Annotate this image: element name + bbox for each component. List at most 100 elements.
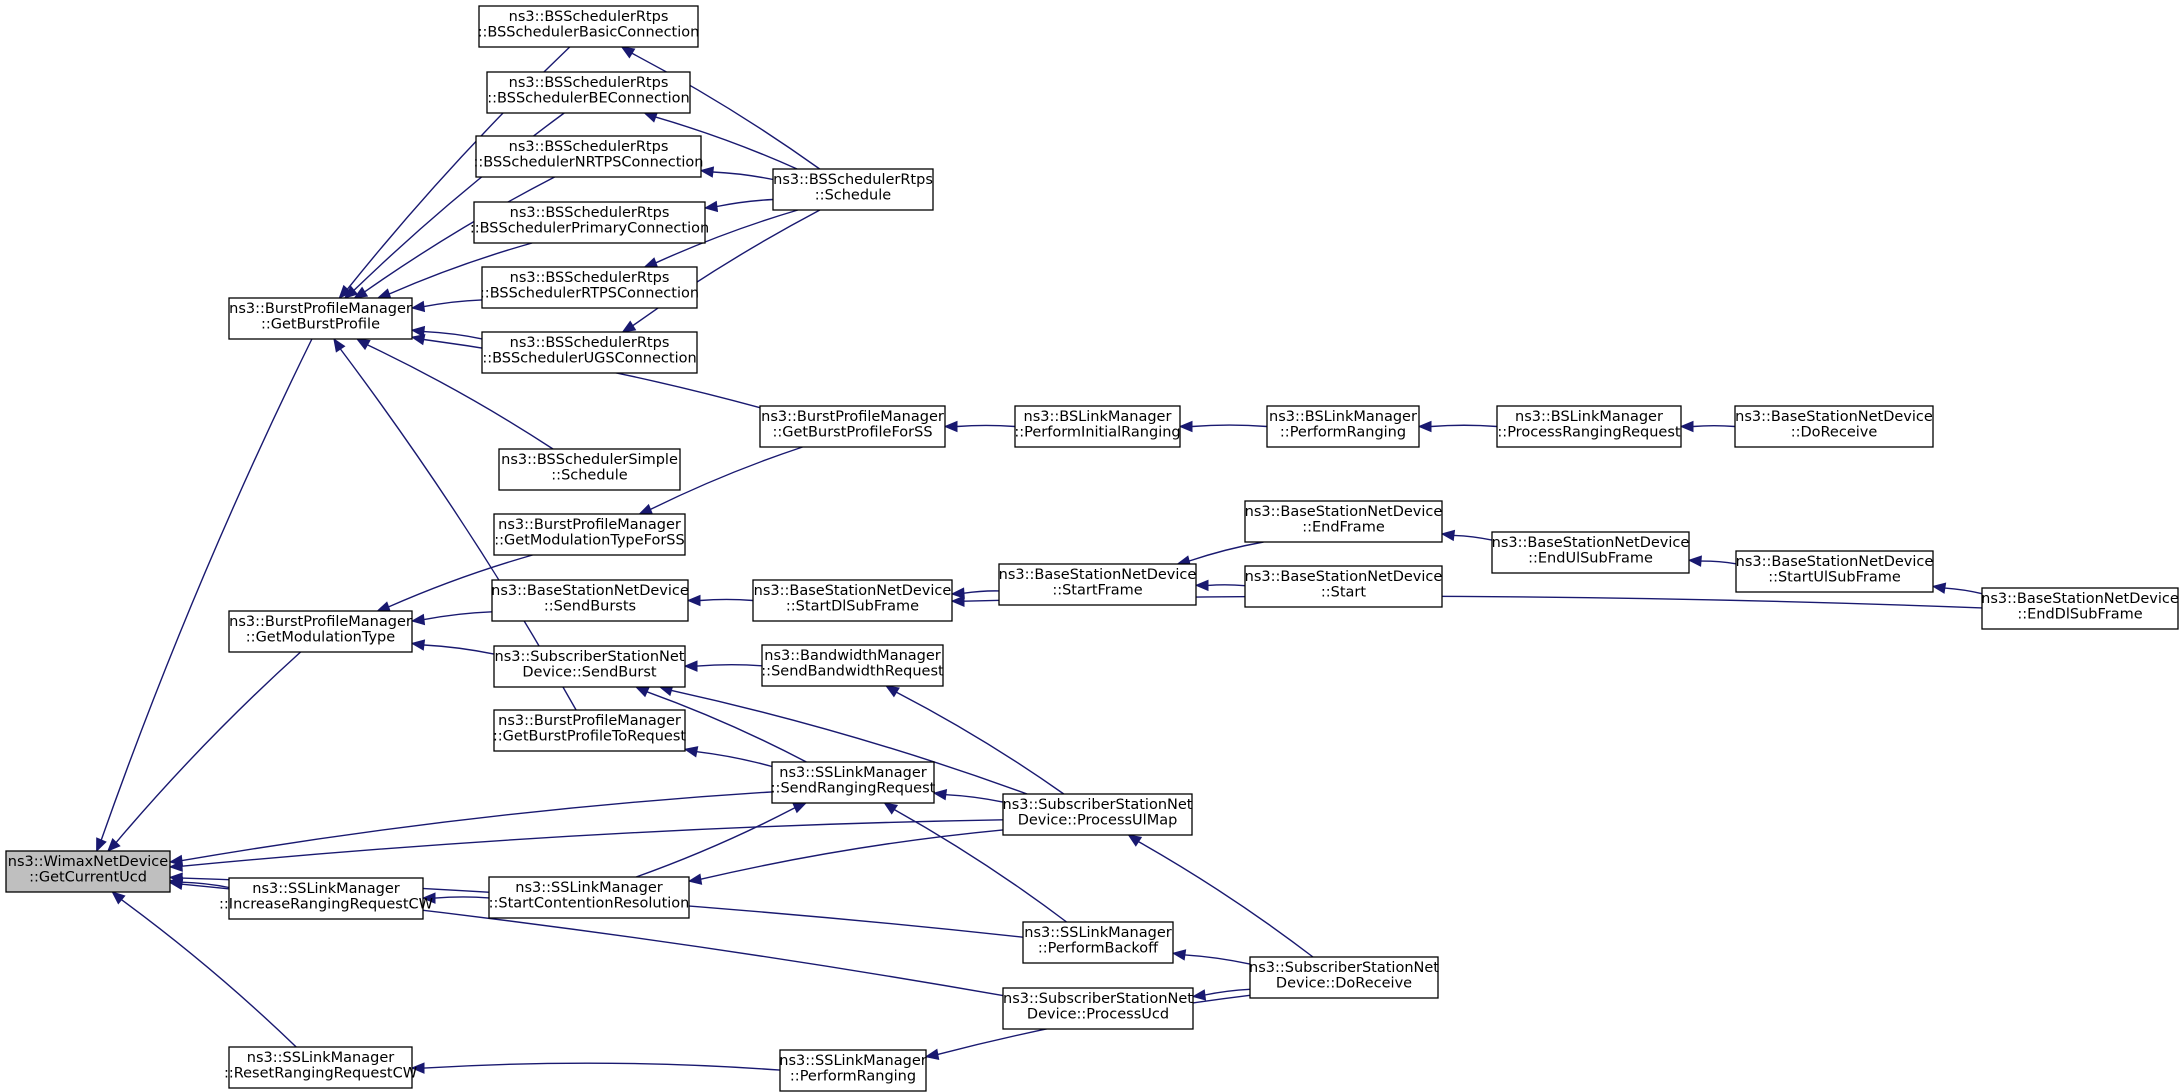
edge-line — [696, 664, 763, 667]
node-label-line: ns3::SSLinkManager — [252, 881, 399, 897]
node-endDlSubFrame[interactable]: ns3::BaseStationNetDevice::EndDlSubFrame — [1981, 587, 2179, 630]
node-bsRtpsSchedule[interactable]: ns3::BSSchedulerRtps::Schedule — [772, 168, 934, 211]
node-bsBEConnection[interactable]: ns3::BSSchedulerRtps::BSSchedulerBEConne… — [486, 71, 691, 114]
edge-line — [635, 807, 796, 878]
node-processUcd[interactable]: ns3::SubscriberStationNetDevice::Process… — [1002, 987, 1194, 1030]
edge-endUlSubFrame-to-endFrame — [1440, 529, 1493, 542]
node-processUlMap[interactable]: ns3::SubscriberStationNetDevice::Process… — [1002, 793, 1193, 836]
edge-line — [632, 209, 821, 327]
node-bsPrimaryConnection[interactable]: ns3::BSSchedulerRtps::BSSchedulerPrimary… — [470, 201, 709, 244]
node-box — [1244, 500, 1443, 543]
edge-arrowhead — [96, 837, 107, 853]
node-performBackoff[interactable]: ns3::SSLinkManager::PerformBackoff — [1022, 921, 1174, 964]
edge-processUlMap-to-sendBandwidthRequest — [885, 685, 1065, 795]
node-label-line: ns3::BurstProfileManager — [229, 301, 412, 317]
node-label-line: ns3::BaseStationNetDevice — [1245, 569, 1443, 585]
node-label-line: ns3::BaseStationNetDevice — [999, 567, 1197, 583]
node-box — [491, 579, 689, 622]
edge-sendRangingRequest-to-getBurstProfileToRequest — [683, 746, 773, 768]
node-getCurrentUcd[interactable]: ns3::WimaxNetDevice::GetCurrentUcd — [5, 850, 171, 893]
edge-line — [1700, 560, 1737, 565]
node-label-line: ns3::BurstProfileManager — [498, 713, 681, 729]
node-label-line: ns3::SubscriberStationNet — [1003, 797, 1193, 813]
node-label-line: ::SendRangingRequest — [771, 781, 936, 797]
node-label-line: ::EndUlSubFrame — [1528, 551, 1653, 567]
edge-arrowhead — [932, 789, 948, 801]
edge-bsUGSConnection-to-getBurstProfile — [410, 325, 483, 340]
node-ssPerformRanging[interactable]: ns3::SSLinkManager::PerformRanging — [779, 1049, 927, 1092]
node-label-line: ns3::BSLinkManager — [1515, 409, 1663, 425]
node-getModulationTypeForSS[interactable]: ns3::BurstProfileManager::GetModulationT… — [493, 513, 686, 556]
edge-bsPerformRanging-to-performInitialRanging — [1178, 420, 1268, 433]
node-sendBandwidthRequest[interactable]: ns3::BandwidthManager::SendBandwidthRequ… — [761, 644, 944, 687]
node-bsRTPSConnection[interactable]: ns3::BSSchedulerRtps::BSSchedulerRTPSCon… — [480, 266, 699, 309]
node-label-line: Device::ProcessUcd — [1027, 1007, 1169, 1023]
edge-startDlSubFrame-to-sendBursts — [686, 594, 754, 607]
node-label-line: ::IncreaseRangingRequestCW — [219, 897, 433, 913]
node-box — [1981, 587, 2179, 630]
edge-line — [1184, 954, 1251, 965]
node-bsUGSConnection[interactable]: ns3::BSSchedulerRtps::BSSchedulerUGSConn… — [481, 331, 698, 374]
edge-ssPerformRanging-to-resetRangingRequestCW — [410, 1062, 781, 1074]
node-label-line: ns3::BaseStationNetDevice — [1735, 409, 1933, 425]
edge-sendBursts-to-getModulationType — [410, 611, 493, 626]
node-startDlSubFrame[interactable]: ns3::BaseStationNetDevice::StartDlSubFra… — [752, 579, 953, 622]
node-startFrame[interactable]: ns3::BaseStationNetDevice::StartFrame — [998, 563, 1197, 606]
node-label-line: ns3::BSSchedulerRtps — [773, 172, 933, 188]
edge-arrowhead — [376, 288, 392, 300]
edge-arrowhead — [410, 1062, 425, 1074]
node-resetRangingRequestCW[interactable]: ns3::SSLinkManager::ResetRangingRequestC… — [224, 1046, 417, 1089]
edge-arrowhead — [1178, 420, 1193, 433]
node-bsBasicConnection[interactable]: ns3::BSSchedulerRtps::BSSchedulerBasicCo… — [478, 5, 700, 48]
node-label-line: ns3::BSSchedulerRtps — [509, 139, 669, 155]
edge-line — [1188, 541, 1264, 562]
node-getBurstProfile[interactable]: ns3::BurstProfileManager::GetBurstProfil… — [228, 297, 413, 340]
node-label-line: ::BSSchedulerBEConnection — [487, 91, 689, 107]
edge-arrowhead — [338, 284, 352, 299]
node-box — [228, 610, 413, 653]
edge-line — [696, 751, 773, 768]
edge-bsNRTPSConnection-to-getBurstProfile — [353, 176, 555, 299]
edge-performBackoff-to-sendRangingRequest — [883, 802, 1068, 923]
node-ssDoReceive[interactable]: ns3::SubscriberStationNetDevice::DoRecei… — [1249, 956, 1439, 999]
node-label-line: ns3::BSSchedulerSimple — [501, 452, 678, 468]
node-sendRangingRequest[interactable]: ns3::SSLinkManager::SendRangingRequest — [771, 761, 936, 804]
edge-processUlMap-to-ssSendBurst — [658, 685, 1028, 795]
node-getBurstProfileToRequest[interactable]: ns3::BurstProfileManager::GetBurstProfil… — [493, 709, 687, 752]
edge-line — [655, 116, 798, 170]
edge-arrowhead — [638, 503, 654, 515]
node-label-line: ns3::BaseStationNetDevice — [754, 583, 952, 599]
node-label-line: ::PerformInitialRanging — [1014, 425, 1180, 441]
node-processRangingRequest[interactable]: ns3::BSLinkManager::ProcessRangingReques… — [1496, 405, 1682, 448]
node-increaseRangingRequestCW[interactable]: ns3::SSLinkManager::IncreaseRangingReque… — [219, 877, 433, 920]
node-bsNRTPSConnection[interactable]: ns3::BSSchedulerRtps::BSSchedulerNRTPSCo… — [474, 135, 704, 178]
node-startUlSubFrame[interactable]: ns3::BaseStationNetDevice::StartUlSubFra… — [1735, 550, 1934, 593]
node-box — [759, 405, 946, 448]
node-getModulationType[interactable]: ns3::BurstProfileManager::GetModulationT… — [228, 610, 413, 653]
node-bsStart[interactable]: ns3::BaseStationNetDevice::Start — [1244, 565, 1443, 608]
node-sendBursts[interactable]: ns3::BaseStationNetDevice::SendBursts — [491, 579, 689, 622]
nodes-layer: ns3::WimaxNetDevice::GetCurrentUcd ns3::B… — [5, 5, 2179, 1092]
node-startContentionResolution[interactable]: ns3::SSLinkManager::StartContentionResol… — [488, 876, 690, 919]
node-box — [473, 201, 706, 244]
edge-bsStart-to-startFrame — [1194, 579, 1246, 592]
edge-arrowhead — [355, 338, 371, 351]
edge-arrowhead — [376, 601, 392, 613]
edge-startFrame-to-startDlSubFrame — [950, 587, 1000, 599]
node-getBurstProfileForSS[interactable]: ns3::BurstProfileManager::GetBurstProfil… — [759, 405, 946, 448]
node-box — [1496, 405, 1682, 448]
node-label-line: ::BSSchedulerRTPSConnection — [480, 286, 699, 302]
node-performInitialRanging[interactable]: ns3::BSLinkManager::PerformInitialRangin… — [1014, 405, 1181, 448]
node-bsSimpleSchedule[interactable]: ns3::BSSchedulerSimple::Schedule — [498, 448, 681, 491]
node-ssSendBurst[interactable]: ns3::SubscriberStationNetDevice::SendBur… — [493, 645, 686, 688]
node-bsPerformRanging[interactable]: ns3::BSLinkManager::PerformRanging — [1266, 405, 1420, 448]
node-label-line: ::StartFrame — [1052, 583, 1142, 599]
edge-bsRtpsSchedule-to-bsNRTPSConnection — [699, 166, 774, 181]
edge-line — [894, 808, 1068, 923]
node-box — [486, 71, 691, 114]
node-endFrame[interactable]: ns3::BaseStationNetDevice::EndFrame — [1244, 500, 1443, 543]
node-label-line: ns3::BSSchedulerRtps — [510, 270, 670, 286]
node-label-line: ::GetBurstProfileForSS — [772, 425, 932, 441]
node-bsDoReceive[interactable]: ns3::BaseStationNetDevice::DoReceive — [1734, 405, 1934, 448]
node-endUlSubFrame[interactable]: ns3::BaseStationNetDevice::EndUlSubFrame — [1491, 531, 1690, 574]
